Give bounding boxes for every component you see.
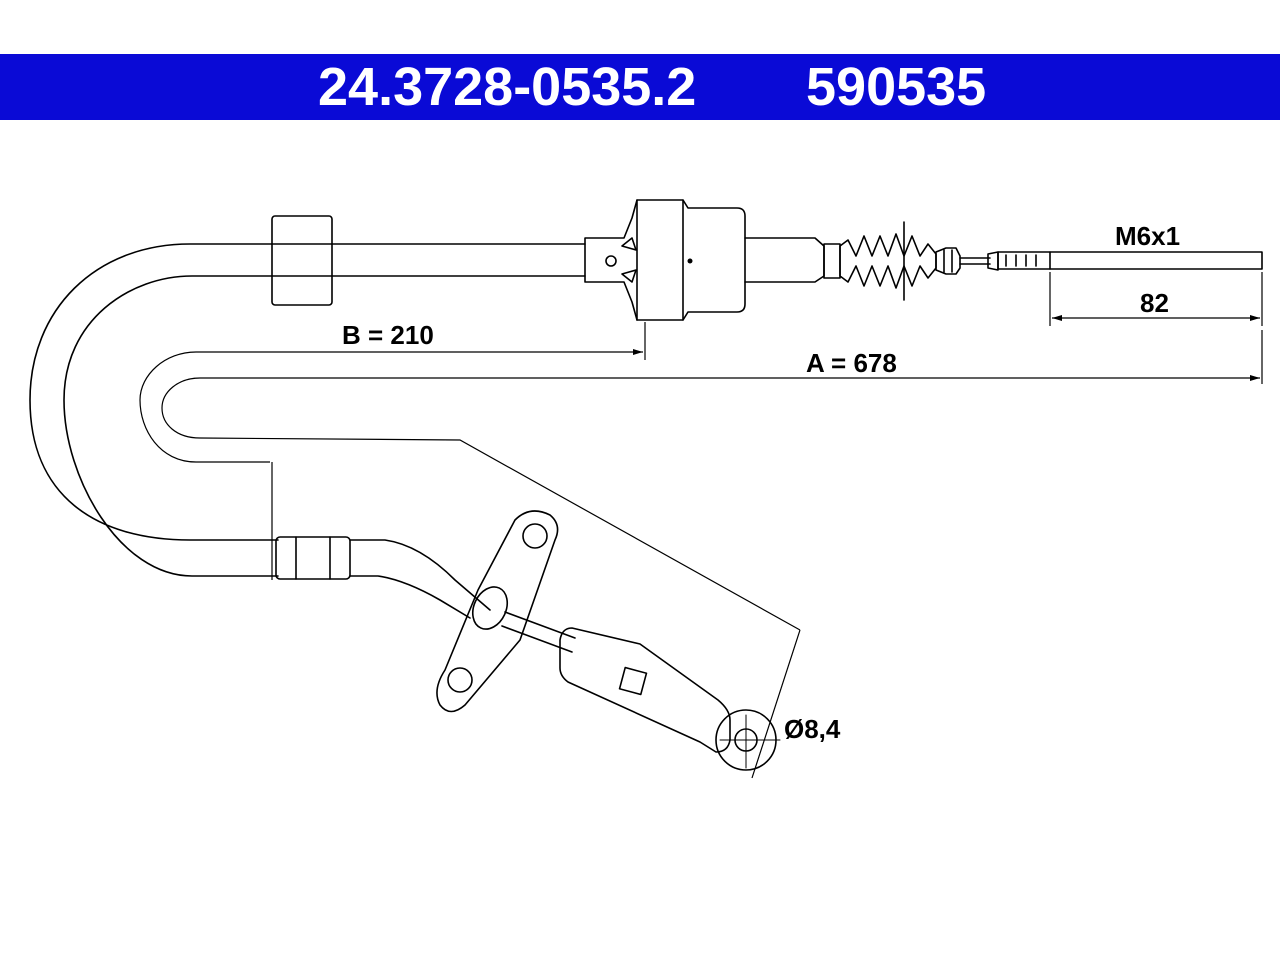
header-bar: 24.3728-0535.2 590535: [0, 54, 1280, 120]
dim-a-line: [161, 375, 1260, 631]
reference-number: 590535: [806, 57, 987, 117]
length-a-label: A = 678: [806, 348, 897, 378]
mounting-bracket: [436, 510, 559, 713]
ferrule: [275, 536, 351, 580]
cable-sheath-outer: [29, 243, 586, 541]
length-b-label: B = 210: [342, 320, 434, 350]
adjuster-body: [584, 199, 746, 321]
dim-b-line: [139, 349, 643, 463]
threaded-rod: [997, 251, 1263, 270]
cable-sleeve: [271, 215, 333, 306]
part-number: 24.3728-0535.2: [318, 57, 697, 117]
thread-label: M6x1: [1115, 221, 1180, 251]
eye-diameter-label: Ø8,4: [784, 714, 841, 744]
rubber-boot: [839, 233, 937, 289]
bracket-hole-top: [522, 523, 548, 549]
cable-sheath-inner: [63, 275, 586, 577]
thread-length-label: 82: [1140, 288, 1169, 318]
bracket-hole-bottom: [447, 667, 473, 693]
end-fitting: [559, 627, 731, 753]
adjuster-hole: [605, 255, 617, 267]
